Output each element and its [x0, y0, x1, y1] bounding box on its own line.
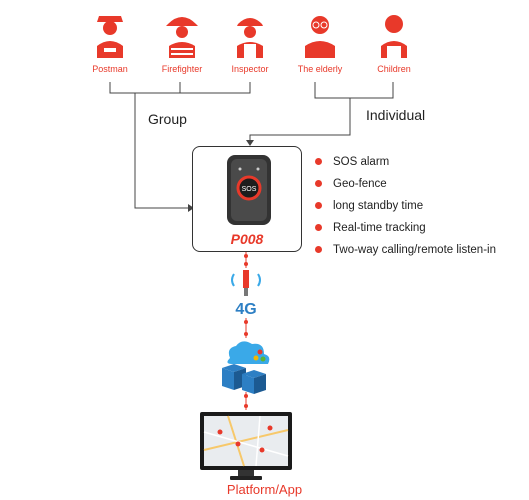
- tracker-device-image: SOS: [227, 155, 271, 225]
- person-label: Inspector: [231, 64, 269, 74]
- device-name: P008: [230, 231, 264, 247]
- cloud-server-icon: [222, 341, 270, 394]
- feature-text: Two-way calling/remote listen-in: [333, 244, 496, 256]
- person-label: Children: [377, 64, 411, 74]
- platform-label: Platform/App: [226, 482, 303, 497]
- firefighter-icon: [166, 17, 198, 58]
- monitor-map-icon: [200, 412, 292, 480]
- person-label: The elderly: [297, 64, 343, 74]
- feature-text: Real-time tracking: [333, 222, 426, 234]
- feature-item: Two-way calling/remote listen-in: [315, 241, 496, 263]
- sos-button-text: SOS: [242, 186, 257, 193]
- network-label: 4G: [235, 301, 256, 318]
- feature-item: Real-time tracking: [315, 219, 496, 241]
- feature-item: Geo-fence: [315, 175, 496, 197]
- feature-text: SOS alarm: [333, 156, 390, 168]
- person-label: Firefighter: [161, 64, 203, 74]
- feature-list: SOS alarm Geo-fence long standby time Re…: [315, 153, 496, 263]
- device-box: SOS P008: [192, 146, 302, 252]
- person-children: Children: [364, 10, 424, 74]
- feature-item: SOS alarm: [315, 153, 496, 175]
- bullet-icon: [315, 202, 322, 209]
- bullet-icon: [315, 180, 322, 187]
- individual-label: Individual: [366, 107, 426, 123]
- person-elderly: The elderly: [290, 10, 350, 74]
- postman-icon: [97, 16, 123, 58]
- person-label: Postman: [92, 64, 128, 74]
- bullet-icon: [315, 158, 322, 165]
- inspector-icon: [237, 18, 263, 58]
- person-inspector: Inspector: [220, 10, 280, 74]
- feature-text: long standby time: [333, 200, 424, 212]
- feature-item: long standby time: [315, 197, 496, 219]
- feature-text: Geo-fence: [333, 178, 387, 190]
- elderly-icon: [305, 16, 335, 58]
- bullet-icon: [315, 246, 322, 253]
- tower-4g-icon: 4G: [231, 270, 261, 318]
- group-label: Group: [148, 111, 187, 127]
- child-icon: [381, 15, 407, 58]
- bullet-icon: [315, 224, 322, 231]
- person-postman: Postman: [80, 10, 140, 74]
- person-firefighter: Firefighter: [152, 10, 212, 74]
